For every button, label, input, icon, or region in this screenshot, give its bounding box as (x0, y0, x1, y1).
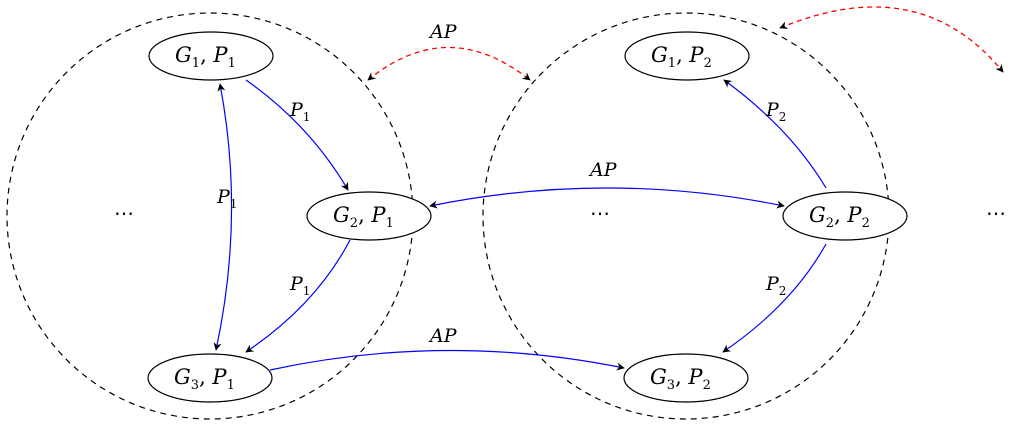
svg-text:G3, P1: G3, P1 (174, 365, 235, 393)
edge-g2p1-g3p1 (245, 239, 351, 353)
cluster-link-2-next (779, 6, 1004, 73)
svg-text:G3, P2: G3, P2 (650, 365, 711, 393)
cluster-2-ellipsis: ⋯ (590, 201, 612, 225)
label-edge-g2p1-g3p1: P1 (289, 273, 310, 298)
svg-text:G2, P2: G2, P2 (809, 203, 870, 231)
label-edge-g2p2-g1p2: P2 (765, 99, 786, 124)
label-cross-edge-g2: AP (588, 159, 618, 181)
svg-text:G2, P1: G2, P1 (333, 203, 394, 231)
label-edge-g1p1-g2p1: P1 (289, 99, 310, 124)
node-g2-p2: G2, P2 (782, 191, 908, 241)
svg-text:G1, P1: G1, P1 (175, 43, 236, 71)
cluster-link-1-2 (367, 46, 531, 81)
edge-g1p1-g2p1 (245, 79, 349, 191)
svg-text:G1, P2: G1, P2 (651, 43, 712, 71)
label-edge-g2p2-g3p2: P2 (765, 273, 786, 298)
cluster-link-1-2-label: AP (428, 21, 458, 43)
label-cross-edge-g3: AP (428, 325, 458, 347)
node-g2-p1: G2, P1 (306, 191, 432, 241)
edge-g2p2-g3p2 (722, 243, 827, 353)
svg-text:AP: AP (428, 21, 458, 43)
label-edge-g1p1-g3p1: P1 (216, 186, 237, 211)
cross-edge-g2p1-g2p2 (429, 187, 785, 209)
edge-g1p1-g3p1 (213, 83, 233, 351)
node-g3-p2: G3, P2 (623, 353, 749, 403)
node-g1-p1: G1, P1 (148, 31, 274, 81)
cross-edge-g3p1-g3p2 (269, 349, 625, 371)
trailing-ellipsis: ⋯ (986, 201, 1008, 225)
node-g3-p1: G3, P1 (147, 353, 273, 403)
node-g1-p2: G1, P2 (624, 31, 750, 81)
edge-g2p2-g1p2 (723, 79, 827, 189)
cluster-1-ellipsis: ⋯ (114, 201, 136, 225)
